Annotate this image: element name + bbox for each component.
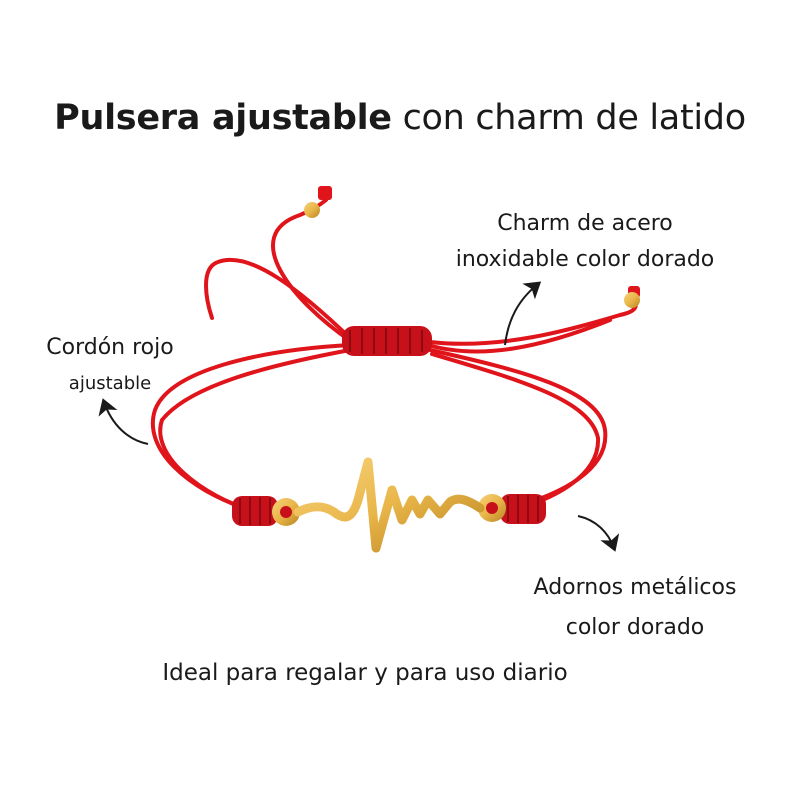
- charm-label-line-1: Charm de acero: [497, 211, 673, 236]
- cord-label-line-2: ajustable: [68, 373, 152, 394]
- page-title: Pulsera ajustable con charm de latido: [0, 98, 800, 138]
- adornments-label-line-2: color dorado: [565, 615, 705, 640]
- heartbeat-charm: [293, 457, 485, 553]
- sliding-knot: [342, 326, 432, 356]
- adornments-label: Adornos metálicos color dorado: [490, 568, 780, 648]
- cord-label: Cordón rojo ajustable: [20, 330, 200, 402]
- left-knot: [232, 496, 278, 526]
- arrow-icon: [98, 398, 149, 445]
- title-bold: Pulsera ajustable: [54, 98, 392, 138]
- adornments-label-line-1: Adornos metálicos: [533, 575, 737, 600]
- title-light: con charm de latido: [402, 98, 747, 138]
- gold-adornments: [272, 494, 506, 526]
- right-knot: [500, 494, 546, 524]
- tail-beads: [304, 186, 640, 308]
- footer-tagline: Ideal para regalar y para uso diario: [162, 660, 568, 686]
- charm-label-line-2: inoxidable color dorado: [455, 247, 715, 272]
- red-cord: [151, 198, 638, 514]
- charm-label: Charm de acero inoxidable color dorado: [430, 206, 740, 278]
- cord-label-line-1: Cordón rojo: [46, 335, 174, 360]
- arrow-icon: [504, 281, 542, 346]
- arrow-icon: [577, 515, 620, 552]
